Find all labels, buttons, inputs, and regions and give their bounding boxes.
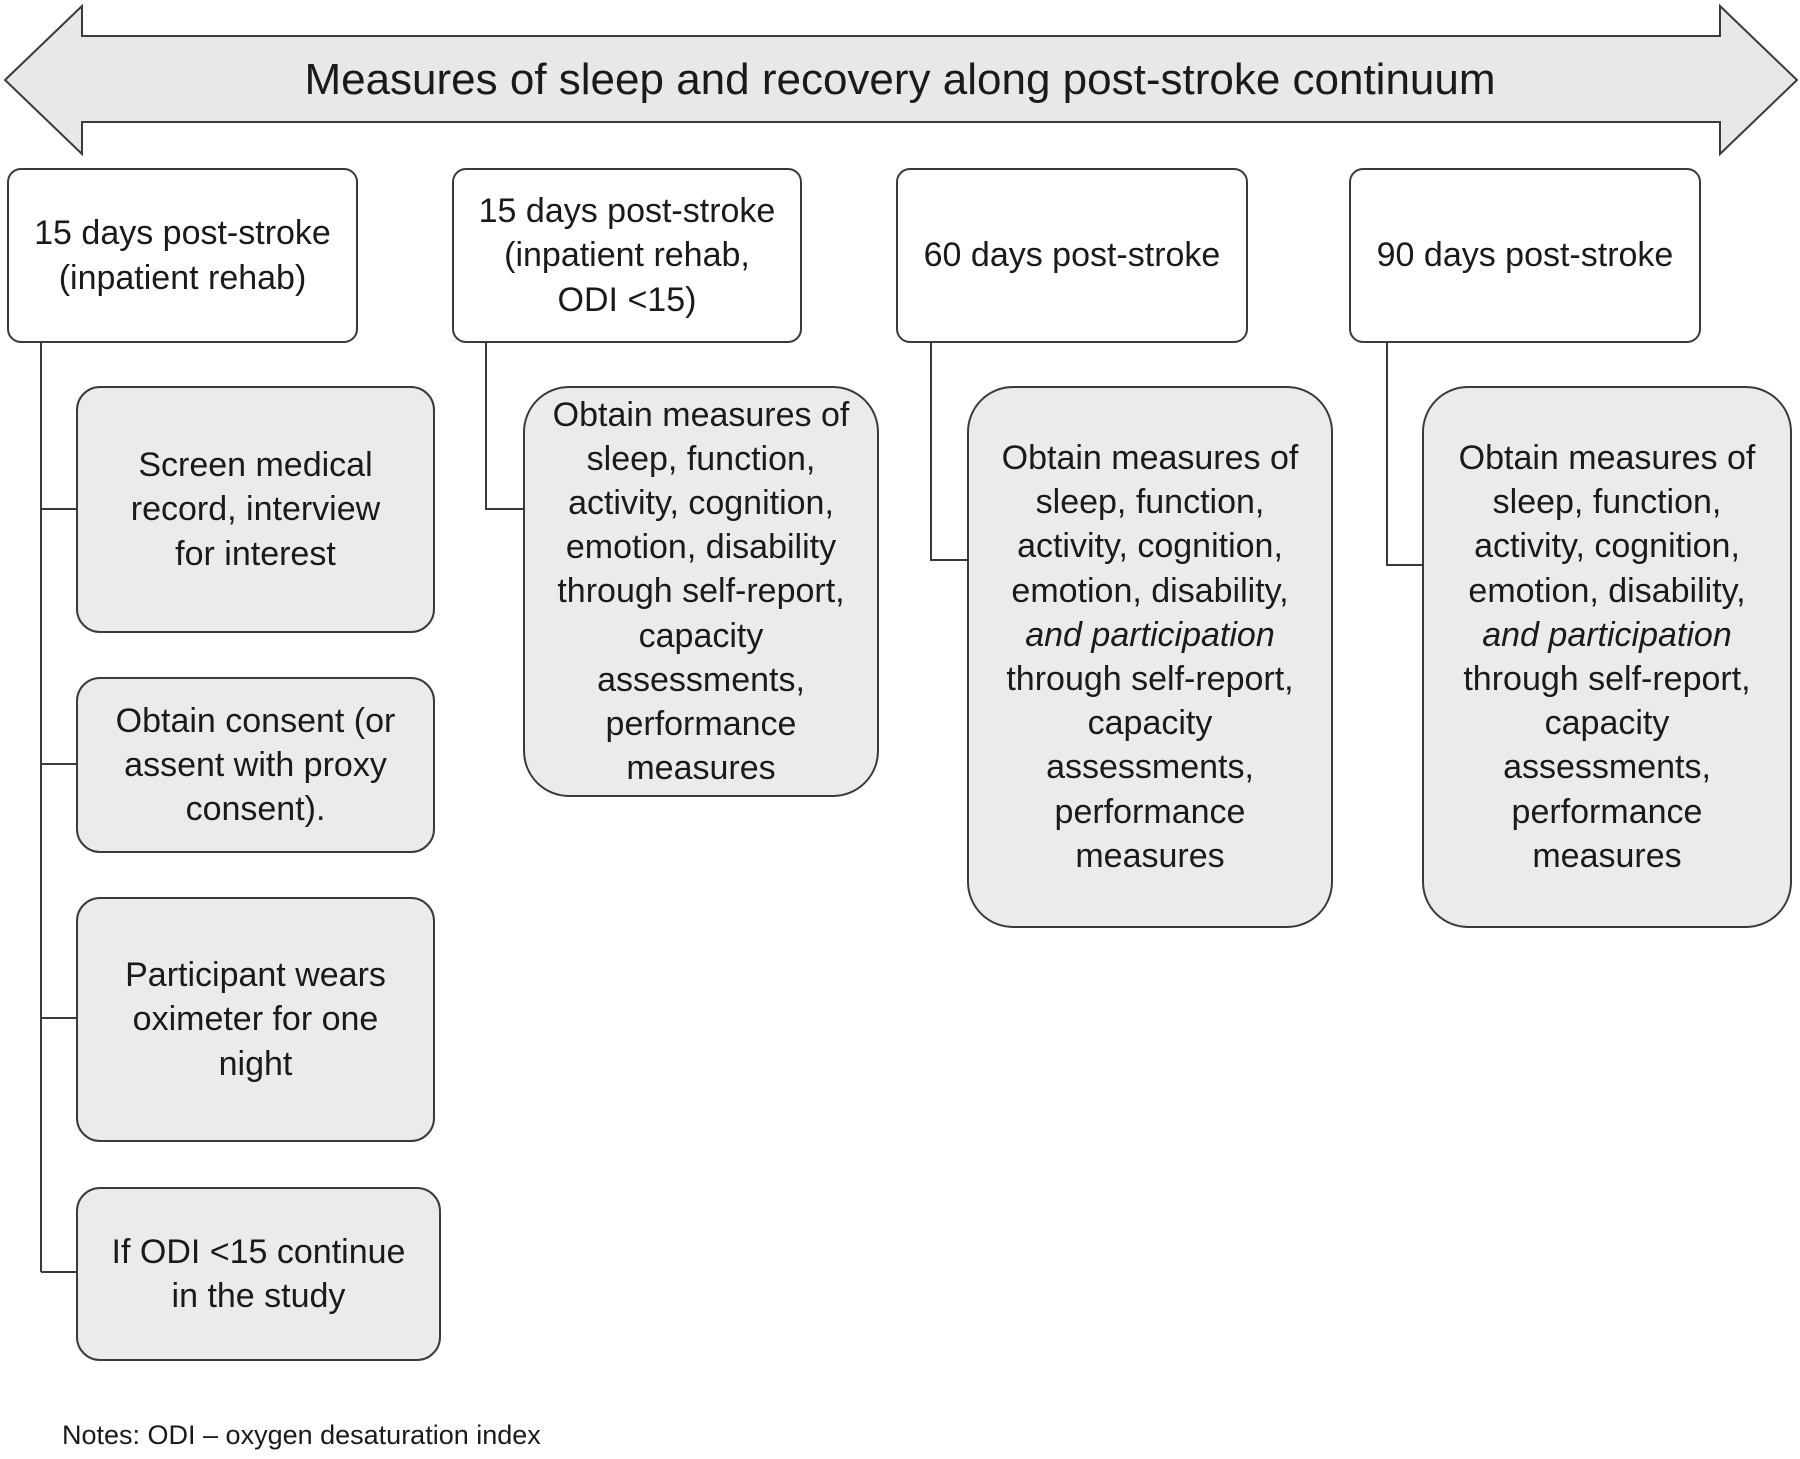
col3-line4: emotion, disability, — [1011, 571, 1289, 610]
col3-header-line1: 60 days post-stroke — [923, 236, 1221, 275]
col2-line1: Obtain measures of — [552, 395, 850, 434]
col2-line4: emotion, disability — [565, 528, 837, 567]
col2-line3: activity, cognition, — [568, 484, 834, 523]
col2-line8: performance — [605, 704, 797, 743]
col3-step-measures: Obtain measures of sleep, function, acti… — [967, 386, 1333, 928]
col1-step-oximeter: Participant wears oximeter for one night — [76, 897, 435, 1142]
col1-step-screen: Screen medical record, interview for int… — [76, 386, 435, 633]
col1-step3-line2: oximeter for one — [132, 1000, 379, 1039]
col2-header-line2: (inpatient rehab, — [504, 236, 750, 275]
col2-line2: sleep, function, — [586, 439, 816, 478]
col3-line8: assessments, — [1046, 748, 1254, 787]
double-arrow-banner — [3, 3, 1799, 157]
col1-step2-line2: assent with proxy — [124, 745, 387, 784]
col2-step-measures: Obtain measures of sleep, function, acti… — [523, 386, 879, 797]
col4-line4: emotion, disability, — [1468, 571, 1746, 610]
col2-line7: assessments, — [597, 660, 805, 699]
col3-line3: activity, cognition, — [1017, 527, 1283, 566]
col1-header: 15 days post-stroke (inpatient rehab) — [7, 168, 358, 343]
col4-line8: assessments, — [1503, 748, 1711, 787]
col1-step-consent: Obtain consent (or assent with proxy con… — [76, 677, 435, 853]
col2-header: 15 days post-stroke (inpatient rehab, OD… — [452, 168, 802, 343]
col2-line5: through self-report, — [557, 572, 845, 611]
col2-header-line3: ODI <15) — [557, 280, 697, 319]
col1-step2-line3: consent). — [185, 790, 326, 829]
col1-step2-line1: Obtain consent (or — [115, 701, 396, 740]
col3-line6: through self-report, — [1006, 660, 1294, 698]
col4-header: 90 days post-stroke — [1349, 168, 1701, 343]
col1-step3-line3: night — [218, 1044, 293, 1083]
col4-step-measures: Obtain measures of sleep, function, acti… — [1422, 386, 1792, 928]
col4-header-line1: 90 days post-stroke — [1376, 236, 1674, 275]
col3-line9: performance — [1054, 792, 1246, 831]
col1-step1-line2: record, interview — [130, 490, 381, 529]
notes-footnote: Notes: ODI – oxygen desaturation index — [62, 1420, 541, 1450]
connector-col4 — [1386, 343, 1422, 566]
col3-emphasis: and participation — [1025, 615, 1275, 654]
connector-col2 — [485, 343, 523, 510]
col4-emphasis: and participation — [1482, 615, 1732, 654]
col1-step3-line1: Participant wears — [125, 956, 386, 995]
col1-step1-line3: for interest — [175, 534, 336, 573]
col4-line9: performance — [1511, 792, 1703, 831]
double-arrow-shape — [3, 3, 1799, 157]
col1-header-line2: (inpatient rehab) — [58, 258, 307, 297]
col3-line7: capacity — [1087, 704, 1213, 743]
col2-line6: capacity — [638, 616, 764, 655]
col3-header: 60 days post-stroke — [896, 168, 1248, 343]
col1-step4-line2: in the study — [171, 1277, 346, 1315]
banner-title: Measures of sleep and recovery along pos… — [304, 55, 1496, 104]
col4-line6: through self-report, — [1463, 660, 1751, 698]
col4-line1: Obtain measures of — [1458, 439, 1756, 478]
col3-line2: sleep, function, — [1035, 483, 1265, 522]
col4-line3: activity, cognition, — [1474, 527, 1740, 566]
col3-line10: measures — [1075, 836, 1225, 875]
col1-step1-line1: Screen medical — [138, 446, 373, 485]
col4-line10: measures — [1532, 836, 1682, 875]
col1-step-continue: If ODI <15 continue in the study — [76, 1187, 441, 1361]
connector-col3 — [930, 343, 967, 561]
col1-step4-line1: If ODI <15 continue — [111, 1232, 406, 1271]
col3-line1: Obtain measures of — [1001, 439, 1299, 478]
col2-line9: measures — [626, 749, 776, 788]
col4-line2: sleep, function, — [1492, 483, 1722, 522]
col1-header-line1: 15 days post-stroke — [34, 214, 331, 253]
col2-header-line1: 15 days post-stroke — [478, 192, 776, 231]
col4-line7: capacity — [1544, 704, 1670, 743]
